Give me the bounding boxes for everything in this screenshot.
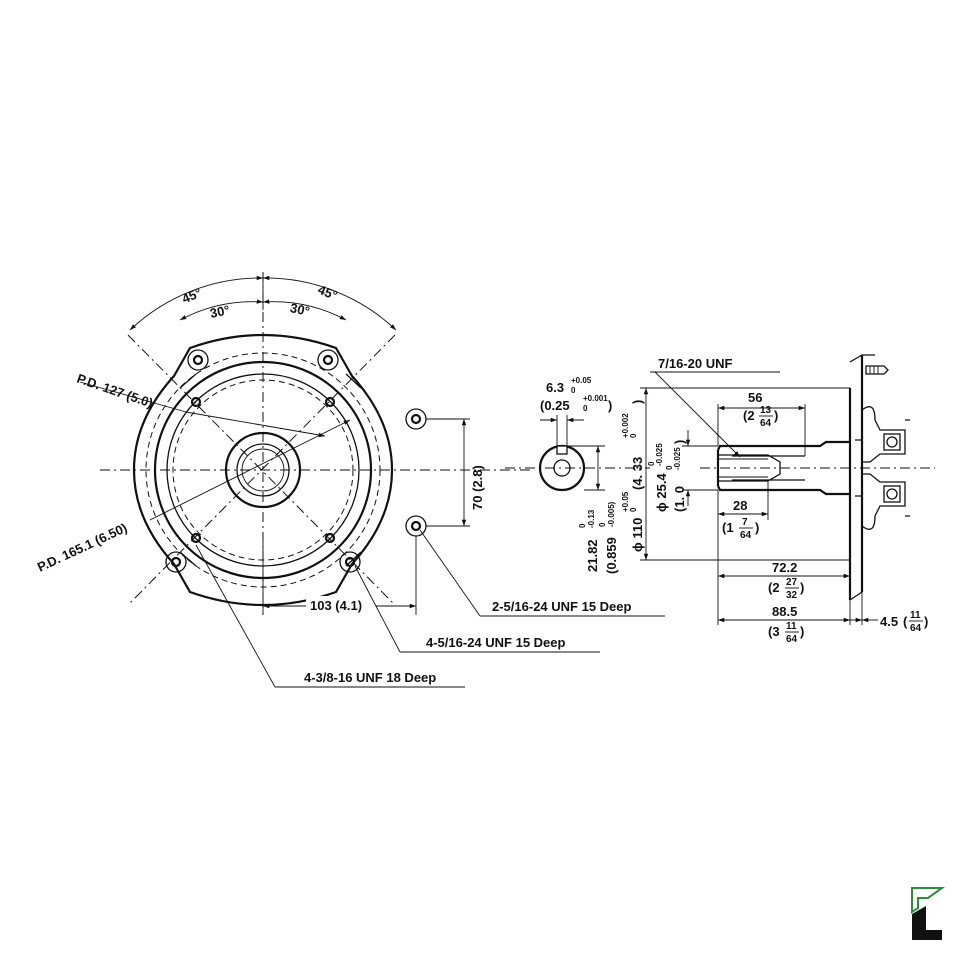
svg-text:): ) bbox=[630, 400, 645, 404]
dim-56-label: 56 bbox=[748, 390, 762, 405]
svg-text:(1: (1 bbox=[722, 520, 734, 535]
dim-28-label: 28 bbox=[733, 498, 747, 513]
svg-text:-0.025: -0.025 bbox=[673, 447, 682, 470]
shaft-side-view: 7/16-20 UNF 56 (2 13 64 ) 28 (1 7 64 ) 7… bbox=[621, 354, 935, 645]
angle-30-left: 30° bbox=[209, 302, 231, 321]
svg-text:): ) bbox=[672, 440, 687, 444]
svg-text:0: 0 bbox=[598, 522, 607, 527]
key-width-inch-label: (0.25 bbox=[540, 398, 570, 413]
svg-text:27: 27 bbox=[786, 577, 798, 588]
svg-text:(2: (2 bbox=[743, 408, 755, 423]
svg-text:11: 11 bbox=[786, 621, 797, 632]
dim-70-label: 70 (2.8) bbox=[470, 465, 485, 510]
flange-front-view: 45° 30° 30° 45° P.D. 127 (5.0) P.D. 165.… bbox=[35, 272, 665, 688]
bolt-holes-2-5-16 bbox=[405, 408, 427, 537]
hole-4-3-8-label: 4-3/8-16 UNF 18 Deep bbox=[304, 670, 436, 685]
svg-text:+0.002: +0.002 bbox=[621, 413, 630, 438]
svg-text:+0.001: +0.001 bbox=[583, 394, 608, 403]
svg-text:64: 64 bbox=[910, 623, 922, 634]
svg-text:-0.005): -0.005) bbox=[607, 501, 616, 527]
svg-text:-0.13: -0.13 bbox=[587, 509, 596, 528]
svg-text:(3: (3 bbox=[768, 624, 780, 639]
svg-text:0: 0 bbox=[629, 433, 638, 438]
key-depth-inch-label: (0.859 bbox=[604, 537, 619, 574]
dia-110-inch-label: (4. 33 bbox=[630, 457, 645, 490]
svg-text:-0.025: -0.025 bbox=[655, 443, 664, 466]
svg-text:0: 0 bbox=[571, 386, 576, 395]
svg-text:0: 0 bbox=[665, 465, 674, 470]
hole-4-5-16-label: 4-5/16-24 UNF 15 Deep bbox=[426, 635, 566, 650]
dim-103-label: 103 (4.1) bbox=[310, 598, 362, 613]
angle-45-left: 45° bbox=[180, 285, 204, 306]
svg-text:32: 32 bbox=[786, 590, 798, 601]
dia-110-label: ϕ 110 bbox=[630, 518, 645, 552]
svg-text:64: 64 bbox=[740, 530, 752, 541]
key-width-label: 6.3 bbox=[546, 380, 564, 395]
svg-text:): ) bbox=[774, 408, 778, 423]
pd-165-label: P.D. 165.1 (6.50) bbox=[35, 520, 130, 575]
svg-text:(2: (2 bbox=[768, 580, 780, 595]
dim-72-label: 72.2 bbox=[772, 560, 797, 575]
svg-text:7: 7 bbox=[742, 517, 748, 528]
svg-text:0: 0 bbox=[583, 404, 588, 413]
dim-4-5-label: 4.5 bbox=[880, 614, 898, 629]
angle-30-right: 30° bbox=[289, 300, 311, 319]
svg-text:): ) bbox=[800, 624, 804, 639]
hole-2-5-16-label: 2-5/16-24 UNF 15 Deep bbox=[492, 599, 632, 614]
svg-text:0: 0 bbox=[647, 461, 656, 466]
shaft-keyway-view: 6.3 +0.05 0 (0.25 +0.001 0 ) 21.82 0 -0.… bbox=[505, 376, 650, 574]
svg-text:): ) bbox=[924, 614, 928, 629]
svg-text:64: 64 bbox=[760, 418, 772, 429]
bolt-holes-3-8 bbox=[165, 349, 361, 573]
svg-text:0: 0 bbox=[629, 507, 638, 512]
svg-text:): ) bbox=[800, 580, 804, 595]
svg-text:0: 0 bbox=[578, 523, 587, 528]
svg-text:64: 64 bbox=[786, 634, 798, 645]
thread-label: 7/16-20 UNF bbox=[658, 356, 732, 371]
key-depth-label: 21.82 bbox=[585, 539, 600, 572]
svg-text:11: 11 bbox=[910, 610, 921, 621]
svg-text:): ) bbox=[608, 398, 612, 413]
dia-254-inch-label: (1. 0 bbox=[672, 486, 687, 512]
svg-text:): ) bbox=[755, 520, 759, 535]
dia-254-label: ϕ 25.4 bbox=[654, 473, 669, 512]
bolt-holes-5-16 bbox=[190, 396, 336, 544]
svg-text:+0.05: +0.05 bbox=[621, 491, 630, 512]
brand-logo bbox=[911, 887, 946, 940]
svg-text:+0.05: +0.05 bbox=[571, 376, 592, 385]
pd-127-label: P.D. 127 (5.0) bbox=[75, 371, 155, 411]
angle-45-right: 45° bbox=[316, 282, 340, 303]
svg-text:13: 13 bbox=[760, 405, 772, 416]
dim-88-label: 88.5 bbox=[772, 604, 797, 619]
svg-text:(: ( bbox=[903, 614, 908, 629]
